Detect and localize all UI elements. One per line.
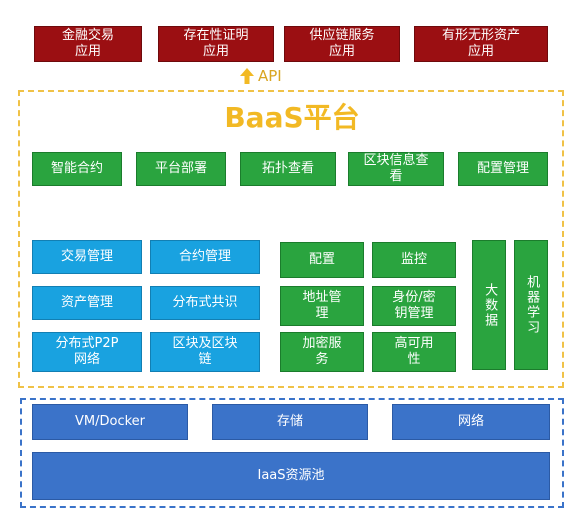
core-asset-manage: 资产管理 (32, 286, 142, 320)
machine-learning-label: 机器学习 (524, 275, 540, 335)
big-data-box: 大数据 (472, 240, 506, 370)
support-crypto-service: 加密服 务 (280, 332, 364, 372)
api-connector: API (240, 66, 282, 86)
module-config-manage: 配置管理 (458, 152, 548, 186)
module-platform-deploy: 平台部署 (136, 152, 226, 186)
core-transaction-manage: 交易管理 (32, 240, 142, 274)
iaas-resource-pool: IaaS资源池 (32, 452, 550, 500)
iaas-frame (20, 398, 564, 508)
baas-platform-frame (18, 90, 564, 388)
support-config: 配置 (280, 242, 364, 278)
baas-title: BaaS平台 (224, 101, 360, 134)
support-monitor: 监控 (372, 242, 456, 278)
iaas-network: 网络 (392, 404, 550, 440)
module-topology-view: 拓扑查看 (240, 152, 336, 186)
machine-learning-box: 机器学习 (514, 240, 548, 370)
core-contract-manage: 合约管理 (150, 240, 260, 274)
app-supply-chain: 供应链服务 应用 (284, 26, 400, 62)
iaas-storage: 存储 (212, 404, 368, 440)
app-asset: 有形无形资产 应用 (414, 26, 548, 62)
big-data-label: 大数据 (482, 282, 498, 328)
app-existence-proof: 存在性证明 应用 (158, 26, 274, 62)
support-high-availability: 高可用 性 (372, 332, 456, 372)
core-consensus: 分布式共识 (150, 286, 260, 320)
iaas-vm-docker: VM/Docker (32, 404, 188, 440)
app-finance-trading: 金融交易 应用 (34, 26, 142, 62)
core-block-chain: 区块及区块 链 (150, 332, 260, 372)
api-label: API (258, 67, 282, 85)
core-p2p-network: 分布式P2P 网络 (32, 332, 142, 372)
support-identity-key: 身份/密 钥管理 (372, 286, 456, 326)
support-address-manage: 地址管 理 (280, 286, 364, 326)
module-block-info: 区块信息查 看 (348, 152, 444, 186)
up-arrow-icon (240, 68, 254, 84)
module-smart-contract: 智能合约 (32, 152, 122, 186)
